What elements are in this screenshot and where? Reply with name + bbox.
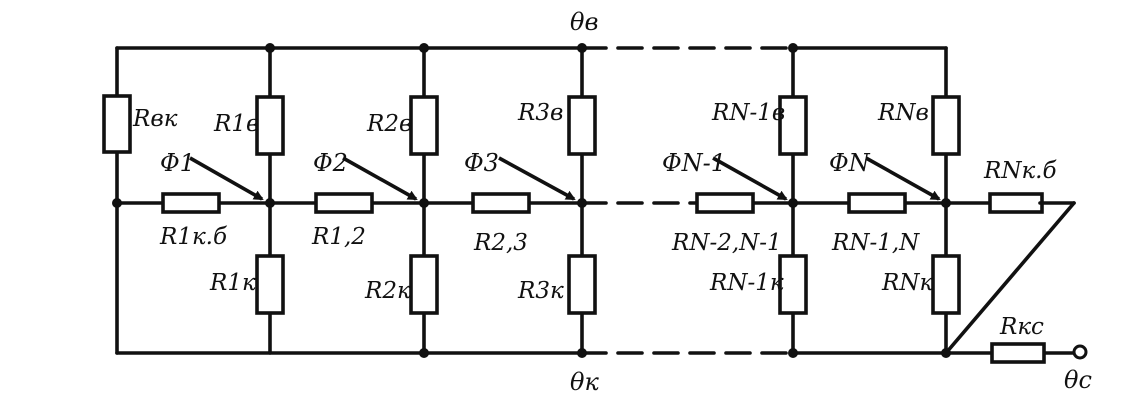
node: [419, 198, 429, 208]
flux-arrows: [189, 156, 941, 201]
node: [577, 198, 587, 208]
flux-arrow-n: [865, 156, 941, 201]
flux-arrow-1: [189, 156, 264, 201]
output-link-label: Rкс: [999, 314, 1044, 340]
node: [941, 198, 951, 208]
flux-label-n-1: ΦN-1: [662, 149, 726, 177]
resistor-lower-3: [567, 254, 597, 315]
resistor-upper-3: [567, 95, 597, 156]
resistor-upper-1: [255, 95, 285, 156]
output-branch: [944, 201, 1088, 364]
right-link-label: RNк.б: [983, 158, 1057, 184]
link-label-1: R1к.б: [159, 224, 228, 250]
flux-arrow-3: [498, 156, 576, 201]
output-terminal: [1072, 344, 1088, 360]
labels: θв θк θс Rвк RNк.б Rкс R1в R2в R3в RN-1в…: [132, 8, 1092, 396]
resistor-left-vertical: [102, 94, 132, 154]
node: [788, 198, 798, 208]
resistor-lower-1: [255, 254, 285, 315]
lower-label-2: R2к: [364, 278, 411, 304]
node: [419, 43, 429, 53]
link-label-n-1: RN-2,N-1: [671, 230, 782, 256]
resistor-output: [990, 342, 1046, 364]
upper-label-n: RNв: [877, 100, 929, 126]
resistor-link-1: [161, 192, 221, 214]
lower-label-3: R3к: [517, 278, 564, 304]
upper-label-1: R1в: [213, 111, 259, 137]
upper-label-n-1: RN-1в: [711, 100, 785, 126]
node: [419, 348, 429, 358]
node: [112, 198, 122, 208]
resistor-upper-n: [931, 95, 961, 156]
flux-label-n: ΦN: [829, 149, 871, 177]
link-label-n: RN-1,N: [831, 230, 920, 256]
link-label-3: R2,3: [473, 230, 528, 256]
nodes: [112, 43, 951, 358]
resistor-lower-2: [409, 254, 439, 315]
upper-label-3: R3в: [517, 100, 563, 126]
resistor-link-n: [847, 192, 907, 214]
node: [577, 43, 587, 53]
node: [788, 348, 798, 358]
left-vertical-label: Rвк: [132, 106, 178, 132]
lower-resistors: [255, 254, 961, 315]
flux-label-3: Φ3: [464, 149, 499, 177]
upper-label-2: R2в: [366, 111, 412, 137]
lower-label-n-1: RN-1к: [709, 270, 784, 296]
resistor-lower-n-1: [778, 254, 808, 315]
resistor-upper-2: [409, 95, 439, 156]
resistor-upper-n-1: [778, 95, 808, 156]
flux-arrow-2: [342, 156, 418, 201]
lower-label-n: RNк: [881, 270, 933, 296]
output-label: θс: [1064, 366, 1092, 394]
top-rail-label: θв: [570, 8, 598, 36]
lower-label-1: R1к: [209, 270, 256, 296]
link-resistors: [161, 192, 1044, 214]
node: [577, 348, 587, 358]
resistor-link-n-1: [695, 192, 755, 214]
node: [265, 198, 275, 208]
resistor-lower-n: [931, 254, 961, 315]
resistor-right-link: [988, 192, 1044, 214]
node: [265, 43, 275, 53]
node: [788, 43, 798, 53]
node: [941, 348, 951, 358]
upper-resistors: [255, 95, 961, 156]
bottom-rail-label: θк: [570, 368, 599, 396]
flux-arrow-n-1: [712, 156, 788, 201]
resistor-link-2: [314, 192, 374, 214]
flux-label-1: Φ1: [160, 149, 195, 177]
link-label-2: R1,2: [311, 224, 366, 250]
flux-label-2: Φ2: [313, 149, 348, 177]
resistor-link-3: [471, 192, 531, 214]
